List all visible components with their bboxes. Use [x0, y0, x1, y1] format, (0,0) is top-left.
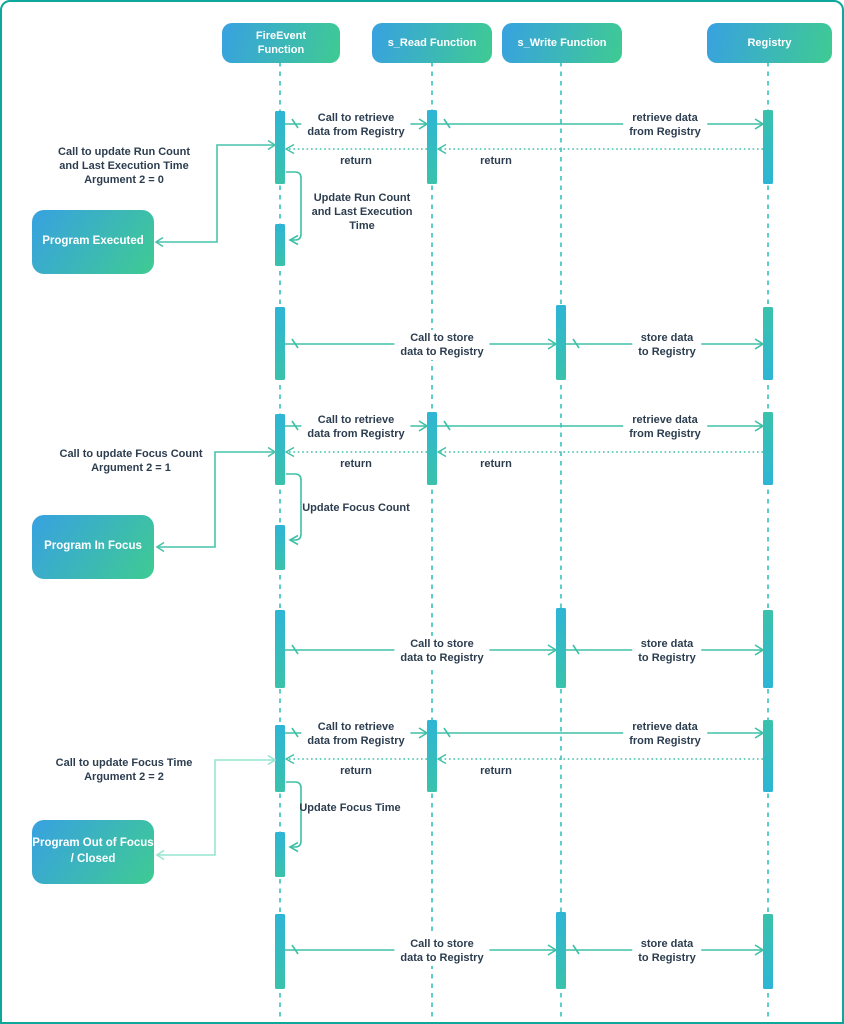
message-label-retrieve: retrieve data from Registry	[623, 718, 707, 750]
message-label-update-focus-count: Update Focus Count	[302, 501, 410, 514]
activation-bar	[763, 914, 773, 989]
activation-bar	[427, 110, 437, 184]
activation-bar	[427, 412, 437, 485]
annotation-update-run-count: Call to update Run Count and Last Execut…	[58, 145, 190, 187]
activation-bar	[427, 720, 437, 792]
message-label-store: store data to Registry	[632, 935, 702, 967]
activation-bar	[556, 912, 566, 989]
elbow-connectors	[154, 139, 277, 861]
state-label: Program In Focus	[44, 540, 142, 553]
activation-bar	[763, 610, 773, 688]
state-box-program-executed: Program Executed	[32, 210, 154, 274]
participant-label: s_Read Function	[387, 36, 477, 49]
activation-bar	[275, 525, 285, 570]
message-label-return: return	[480, 764, 512, 777]
participant-fireevent-function: FireEvent Function	[222, 23, 340, 63]
message-label-call-retrieve: Call to retrieve data from Registry	[301, 411, 411, 443]
message-label-update-focus-time: Update Focus Time	[299, 801, 401, 814]
participant-label: s_Write Function	[517, 36, 607, 49]
state-label: Program Executed	[42, 235, 144, 248]
message-label-retrieve: retrieve data from Registry	[623, 109, 707, 141]
message-label-store: store data to Registry	[632, 635, 702, 667]
activation-bar	[275, 307, 285, 380]
activation-bars	[275, 110, 773, 989]
message-label-return: return	[340, 764, 372, 777]
self-message-brackets	[286, 171, 302, 853]
message-label-call-store: Call to store data to Registry	[394, 935, 490, 967]
activation-bar	[275, 414, 285, 485]
participant-registry: Registry	[707, 23, 832, 63]
message-label-return: return	[340, 457, 372, 470]
participant-sread-function: s_Read Function	[372, 23, 492, 63]
activation-bar	[275, 224, 285, 266]
message-label-retrieve: retrieve data from Registry	[623, 411, 707, 443]
activation-bar	[763, 110, 773, 184]
activation-bar	[763, 412, 773, 485]
message-label-call-retrieve: Call to retrieve data from Registry	[301, 718, 411, 750]
participant-label: Registry	[747, 36, 792, 49]
message-label-call-store: Call to store data to Registry	[394, 329, 490, 361]
state-label: Program Out of Focus / Closed	[32, 837, 154, 865]
message-arrows	[285, 118, 765, 956]
activation-bar	[275, 610, 285, 688]
message-label-call-retrieve: Call to retrieve data from Registry	[301, 109, 411, 141]
participant-label: FireEvent Function	[255, 29, 307, 56]
message-label-return: return	[340, 154, 372, 167]
activation-bar	[275, 832, 285, 877]
message-label-store: store data to Registry	[632, 329, 702, 361]
message-label-return: return	[480, 457, 512, 470]
activation-bar	[556, 608, 566, 688]
annotation-update-focus-count: Call to update Focus Count Argument 2 = …	[59, 447, 203, 474]
message-label-update-run-count: Update Run Count and Last Execution Time	[311, 191, 413, 233]
message-label-call-store: Call to store data to Registry	[394, 635, 490, 667]
activation-bar	[763, 307, 773, 380]
activation-bar	[275, 111, 285, 184]
return-arrows	[284, 143, 763, 765]
participant-swrite-function: s_Write Function	[502, 23, 622, 63]
message-label-return: return	[480, 154, 512, 167]
activation-bar	[763, 720, 773, 792]
activation-bar	[275, 914, 285, 989]
annotation-update-focus-time: Call to update Focus Time Argument 2 = 2	[55, 756, 193, 783]
activation-bar	[556, 305, 566, 380]
activation-bar	[275, 725, 285, 792]
state-box-program-in-focus: Program In Focus	[32, 515, 154, 579]
state-box-program-out-of-focus: Program Out of Focus / Closed	[32, 820, 154, 884]
